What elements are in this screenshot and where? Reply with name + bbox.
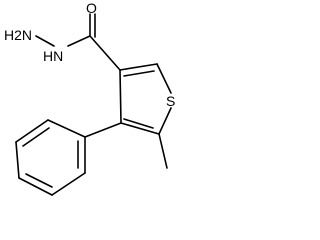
bond-phenyl-4: [18, 177, 53, 196]
bond-carbonyl-ring: [89, 35, 121, 71]
bond-phenyl-inner-a: [22, 127, 50, 147]
bond-phenyl-2: [15, 119, 49, 143]
bond-n-c-carbonyl: [67, 35, 91, 47]
bond-ring-c5-c4-inner: [123, 118, 154, 129]
atom-label-s: S: [166, 93, 175, 109]
atom-label-o: O: [86, 0, 97, 16]
bond-ring-c4-c3: [119, 69, 122, 124]
atom-label-hn: HN: [43, 48, 63, 64]
bond-phenyl-1: [47, 119, 86, 138]
bond-n-n: [35, 35, 55, 47]
bond-phenyl-attach: [84, 122, 122, 138]
chemical-structure: H2N HN O S: [4, 0, 175, 196]
bond-phenyl-5: [51, 172, 86, 196]
bond-ring-c2-s: [156, 63, 172, 94]
bond-phenyl-3: [15, 141, 20, 179]
bond-ring-c3-c2-inner: [123, 70, 155, 77]
atom-label-h2n: H2N: [4, 27, 32, 43]
bond-phenyl-inner-b: [25, 173, 53, 188]
bond-ring-s-c5: [158, 107, 172, 135]
bond-ring-c5-c4: [120, 122, 160, 135]
bond-ring-c3-c2: [119, 63, 158, 71]
bond-methyl: [158, 133, 168, 169]
